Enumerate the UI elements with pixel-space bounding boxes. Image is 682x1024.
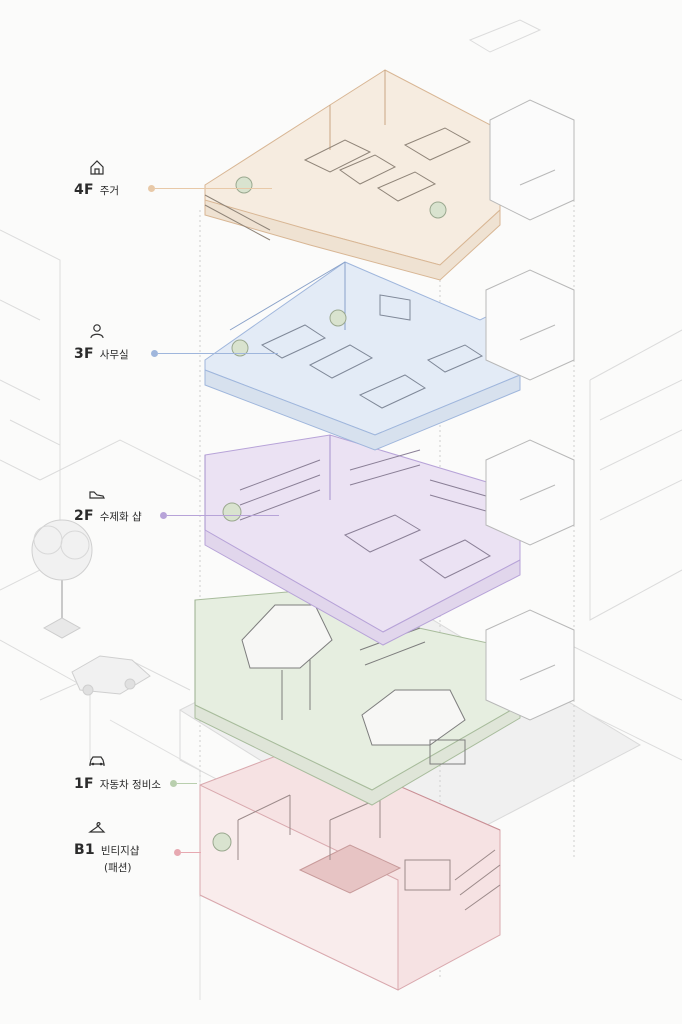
floor-2f-shoe-shop (204, 434, 521, 646)
street-tree (31, 519, 93, 639)
floor-name: 사무실 (99, 349, 129, 361)
floor-name: 주거 (99, 185, 120, 197)
leader-line (155, 188, 272, 189)
leader-line (181, 852, 201, 853)
legend-label-b1: B1 빈티지샵 (74, 842, 139, 858)
floor-b1-vintage-shop (199, 744, 501, 991)
floor-4f-residence (204, 69, 501, 281)
leader-line (167, 515, 279, 516)
floor-code: 1F (74, 776, 94, 792)
house-icon (90, 160, 104, 175)
leader-dot (170, 780, 177, 787)
floor-code: B1 (74, 842, 95, 858)
background-buildings (0, 19, 682, 761)
leader-dot (174, 849, 181, 856)
stair-tower (485, 99, 575, 721)
legend-label-4f: 4F 주거 (74, 182, 119, 198)
floor-subtitle: (패션) (104, 862, 132, 874)
leader-dot (151, 350, 158, 357)
person-icon (90, 324, 104, 339)
shoe-icon (89, 491, 105, 499)
street-car (71, 655, 151, 696)
legend-label-1f: 1F 자동차 정비소 (74, 776, 161, 792)
hanger-icon (88, 822, 106, 833)
floor-3f-office (204, 261, 521, 451)
floor-code: 4F (74, 182, 94, 198)
legend-label-2f: 2F 수제화 샵 (74, 508, 142, 524)
legend-label-3f: 3F 사무실 (74, 346, 129, 362)
leader-dot (160, 512, 167, 519)
floor-name: 수제화 샵 (99, 511, 142, 523)
floor-name: 자동차 정비소 (99, 779, 162, 791)
floor-1f-car-repair (194, 589, 521, 806)
floor-code: 2F (74, 508, 94, 524)
leader-line (177, 783, 197, 784)
floor-code: 3F (74, 346, 94, 362)
car-icon (89, 756, 105, 766)
floor-name: 빈티지샵 (100, 845, 140, 857)
leader-dot (148, 185, 155, 192)
leader-line (158, 353, 278, 354)
